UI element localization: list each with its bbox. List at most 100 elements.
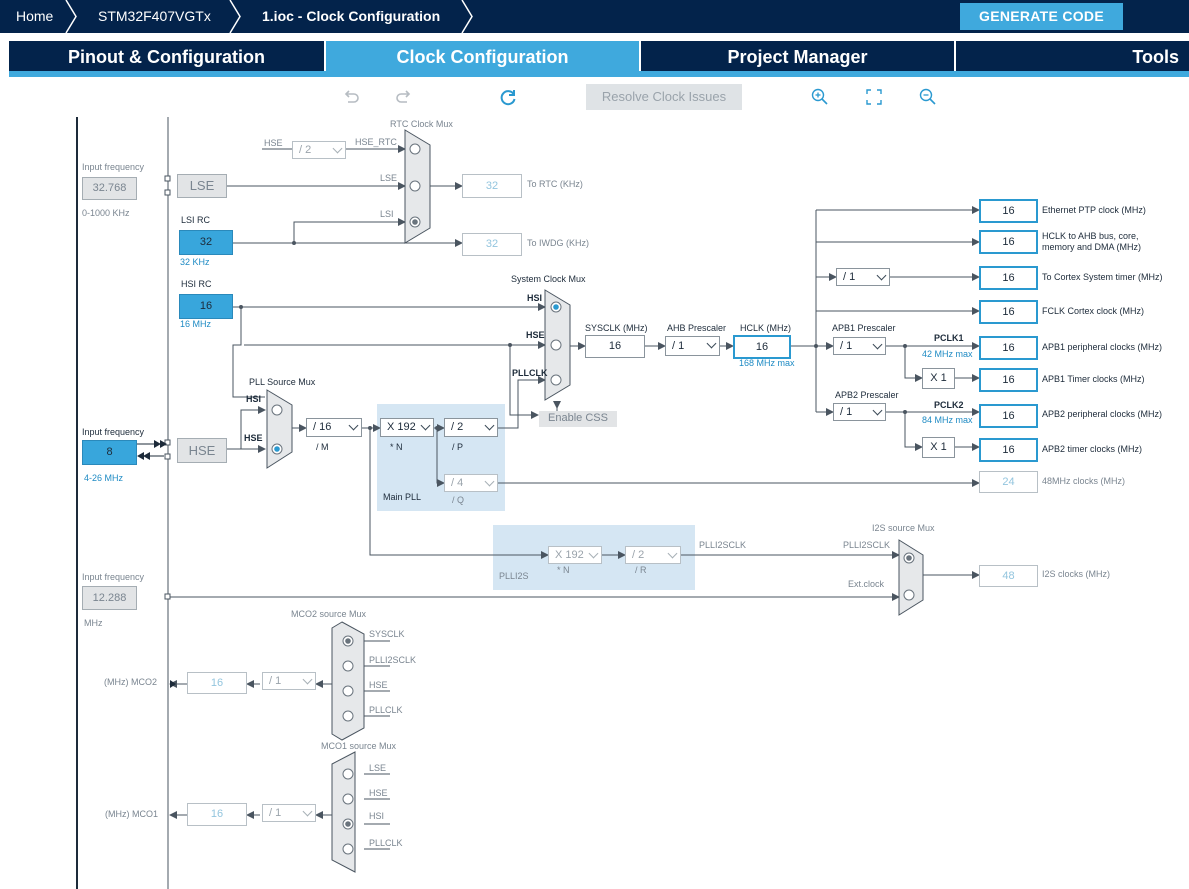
mco2-divider-value: / 1 (269, 675, 282, 687)
pll-source-hse-label: HSE (244, 433, 263, 443)
apb1-prescaler-label: APB1 Prescaler (832, 323, 896, 333)
tab-pinout[interactable]: Pinout & Configuration (68, 47, 265, 67)
breadcrumb-bar: Home STM32F407VGTx 1.ioc - Clock Configu… (0, 0, 1189, 33)
ext-input-label: Input frequency (82, 572, 145, 582)
rtc-mux-title: RTC Clock Mux (390, 119, 453, 129)
breadcrumb-device[interactable]: STM32F407VGTx (98, 8, 211, 24)
main-tabs: Pinout & Configuration Clock Configurati… (9, 41, 1189, 77)
rtc-hse-divider-select[interactable]: / 2 (292, 141, 346, 159)
ethernet-ptp-clock-value: 16 (979, 199, 1038, 223)
ext-frequency-input[interactable]: 12.288 (82, 586, 137, 610)
tab-clock-configuration[interactable]: Clock Configuration (326, 41, 639, 71)
zoom-in-icon[interactable] (809, 86, 831, 108)
plli2s-n-label: * N (557, 565, 570, 575)
tab-divider (324, 41, 326, 71)
hclk-max-label: 168 MHz max (739, 358, 795, 368)
chevron-down-icon (484, 476, 495, 487)
chevron-down-icon (302, 674, 313, 685)
rtc-lse-label: LSE (380, 173, 398, 183)
rtc-lsi-label: LSI (380, 209, 394, 219)
mco2-divider-select[interactable]: / 1 (262, 672, 316, 690)
lse-frequency-input[interactable]: 32.768 (82, 177, 137, 200)
chevron-right-icon (65, 0, 77, 33)
pll-source-hsi-label: HSI (246, 394, 262, 404)
ext-unit-label: MHz (84, 618, 103, 628)
sysclk-mux-title: System Clock Mux (511, 274, 586, 284)
apb2-timer-value: 16 (979, 438, 1038, 462)
cortex-timer-divider-select[interactable]: / 1 (836, 268, 890, 286)
chevron-down-icon (876, 270, 887, 281)
ethernet-ptp-clock-label: Ethernet PTP clock (MHz) (1042, 205, 1146, 215)
apb1-peripheral-label: APB1 peripheral clocks (MHz) (1042, 342, 1163, 352)
chevron-down-icon (484, 420, 495, 431)
i2s-clock-label: I2S clocks (MHz) (1042, 569, 1111, 579)
mco1-input-pllclk: PLLCLK (369, 838, 403, 848)
redo-icon[interactable] (393, 86, 415, 108)
fclk-cortex-value: 16 (979, 300, 1038, 324)
i2s-mux-plli2sclk-label: PLLI2SCLK (843, 540, 891, 550)
hsi-rc-label: HSI RC (181, 279, 212, 289)
plli2s-r-divider-select[interactable]: / 2 (625, 546, 681, 564)
apb2-timer-label: APB2 timer clocks (MHz) (1042, 444, 1143, 454)
hse-frequency-input[interactable]: 8 (82, 440, 137, 465)
sysclk-mux-pllclk-label: PLLCLK (512, 368, 548, 378)
hsi-rc-block: 16 (179, 294, 233, 319)
tab-tools[interactable]: Tools (1132, 47, 1179, 67)
chevron-down-icon (706, 338, 717, 349)
mco1-mux-title: MCO1 source Mux (321, 741, 397, 751)
plli2s-n-multiplier-select[interactable]: X 192 (548, 546, 602, 564)
lse-range-label: 0-1000 KHz (82, 208, 130, 218)
i2s-mux-title: I2S source Mux (872, 523, 935, 533)
chevron-right-icon (229, 0, 241, 33)
mco2-input-sysclk: SYSCLK (369, 629, 405, 639)
refresh-icon[interactable] (497, 86, 519, 108)
lse-source-block: LSE (177, 174, 227, 198)
hsi-unit-label: 16 MHz (180, 319, 212, 329)
ahb-prescaler-select[interactable]: / 1 (665, 336, 720, 356)
ahb-prescaler-value: / 1 (672, 340, 685, 352)
mco1-input-lse: LSE (369, 763, 387, 773)
mco1-input-hsi: HSI (369, 811, 385, 821)
sysclk-value: 16 (585, 335, 645, 358)
chevron-down-icon (667, 548, 678, 559)
pclk2-label: PCLK2 (934, 400, 964, 410)
plli2s-area-label: PLLI2S (499, 571, 529, 581)
enable-css-button[interactable]: Enable CSS (539, 411, 617, 427)
breadcrumb-current: 1.ioc - Clock Configuration (262, 8, 441, 24)
generate-code-button[interactable]: GENERATE CODE (960, 3, 1123, 30)
hclk-input[interactable]: 16 (733, 335, 791, 359)
cortex-system-timer-value: 16 (979, 266, 1038, 290)
rtc-output-value: 32 (462, 174, 522, 198)
pll-n-multiplier-select[interactable]: X 192 (380, 418, 434, 437)
fclk-cortex-label: FCLK Cortex clock (MHz) (1042, 306, 1145, 316)
chevron-down-icon (872, 405, 883, 416)
hse-rtc-label: HSE_RTC (355, 137, 397, 147)
rtc-hse-divider-value: / 2 (299, 144, 312, 156)
pll-p-divider-select[interactable]: / 2 (444, 418, 498, 437)
apb2-peripheral-label: APB2 peripheral clocks (MHz) (1042, 409, 1163, 419)
main-pll-label: Main PLL (383, 492, 422, 502)
pll-q-value: / 4 (451, 477, 464, 489)
mco1-divider-select[interactable]: / 1 (262, 804, 316, 822)
pll-m-divider-select[interactable]: / 16 (306, 418, 362, 437)
hclk-label: HCLK (MHz) (740, 323, 791, 333)
fit-screen-icon[interactable] (863, 86, 885, 108)
mco1-output-label: (MHz) MCO1 (105, 809, 158, 819)
hclk-ahb-value: 16 (979, 230, 1038, 254)
tab-project-manager[interactable]: Project Manager (727, 47, 868, 67)
pll-q-divider-select[interactable]: / 4 (444, 474, 498, 492)
sysclk-mux-hsi-label: HSI (527, 293, 543, 303)
rtc-output-label: To RTC (KHz) (527, 179, 583, 189)
zoom-out-icon[interactable] (917, 86, 939, 108)
ahb-prescaler-label: AHB Prescaler (667, 323, 727, 333)
pll-p-label: / P (452, 442, 464, 452)
cortex-system-timer-label: To Cortex System timer (MHz) (1042, 272, 1163, 282)
undo-icon[interactable] (340, 86, 362, 108)
apb2-prescaler-select[interactable]: / 1 (833, 403, 886, 421)
mco2-output-value: 16 (187, 672, 247, 694)
resolve-clock-issues-button[interactable]: Resolve Clock Issues (586, 84, 742, 110)
cortex-timer-divider-value: / 1 (843, 271, 856, 283)
apb1-prescaler-select[interactable]: / 1 (833, 337, 886, 355)
breadcrumb-home[interactable]: Home (16, 8, 54, 24)
lsi-rc-block: 32 (179, 230, 233, 255)
